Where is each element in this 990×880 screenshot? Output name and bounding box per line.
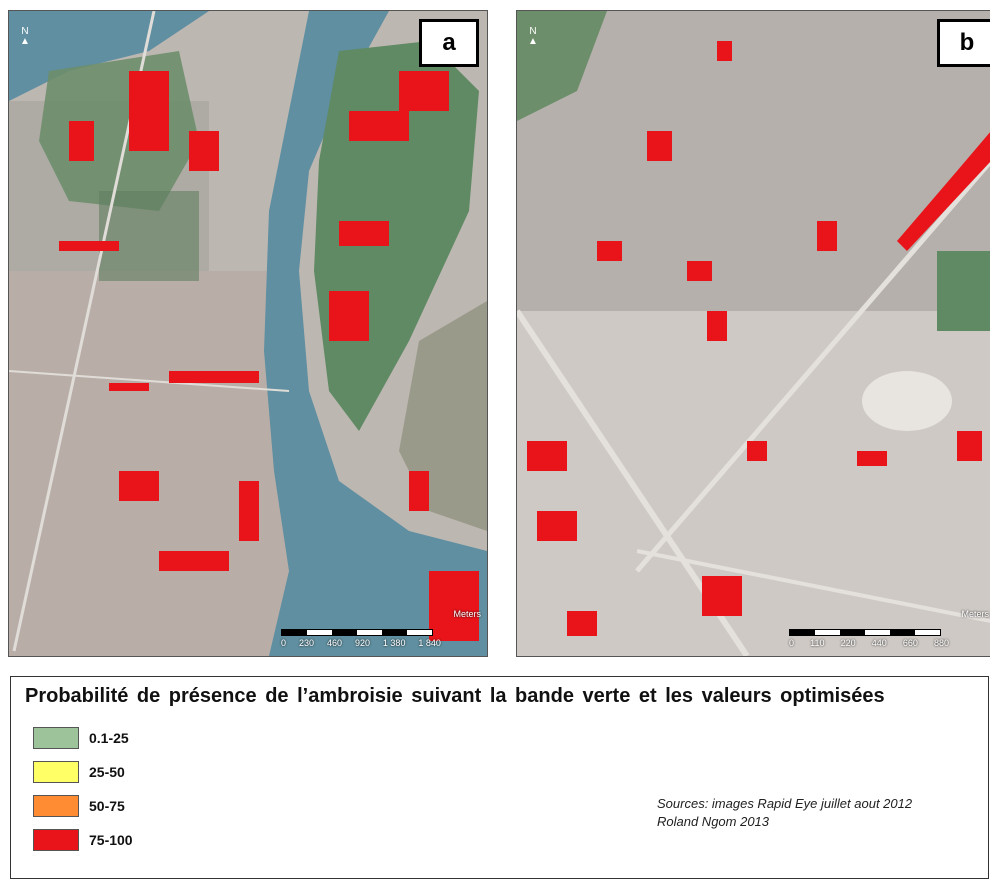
scale-tick: 660 (902, 638, 918, 648)
legend-label: 0.1-25 (89, 730, 129, 746)
legend-item: 25-50 (33, 761, 125, 783)
map-panel-a: N ▲ a Meters 0 230 460 920 1 380 1 840 (8, 10, 488, 657)
scale-bar-a: Meters 0 230 460 920 1 380 1 840 (281, 609, 481, 648)
legend-label: 75-100 (89, 832, 133, 848)
legend-swatch (33, 761, 79, 783)
scale-tick: 220 (840, 638, 856, 648)
legend-swatch (33, 829, 79, 851)
scale-tick: 1 380 (382, 638, 406, 648)
scale-tick: 110 (810, 638, 825, 648)
legend-item: 50-75 (33, 795, 125, 817)
scale-tick: 920 (354, 638, 370, 648)
panel-label-b: b (937, 19, 990, 67)
sources-note: Sources: images Rapid Eye juillet aout 2… (657, 795, 912, 831)
scale-tick: 440 (871, 638, 887, 648)
legend-swatch (33, 727, 79, 749)
scale-bar-b: Meters 0 110 220 440 660 880 (789, 609, 989, 648)
scale-tick: 460 (326, 638, 342, 648)
legend-label: 50-75 (89, 798, 125, 814)
scale-tick: 0 (281, 638, 287, 648)
sources-line: Sources: images Rapid Eye juillet aout 2… (657, 796, 913, 811)
legend-label: 25-50 (89, 764, 125, 780)
satellite-image-b (517, 11, 990, 656)
satellite-image-a (9, 11, 487, 656)
legend-item: 75-100 (33, 829, 133, 851)
scale-unit: Meters (453, 609, 481, 619)
scale-tick: 1 840 (418, 638, 441, 648)
scale-tick: 230 (298, 638, 314, 648)
scale-tick: 880 (933, 638, 949, 648)
legend-swatch (33, 795, 79, 817)
author-line: Roland Ngom 2013 (657, 814, 770, 829)
map-panel-b: N ▲ b Meters 0 110 220 440 660 880 (516, 10, 990, 657)
scale-tick: 0 (789, 638, 795, 648)
ragweed-patches-a (59, 71, 479, 641)
map-legend: Probabilité de présence de l’ambroisie s… (10, 676, 989, 879)
north-arrow-icon: N ▲ (528, 26, 538, 47)
legend-item: 0.1-25 (33, 727, 129, 749)
scale-unit: Meters (961, 609, 989, 619)
legend-title: Probabilité de présence de l’ambroisie s… (25, 685, 885, 707)
north-arrow-icon: N ▲ (20, 26, 30, 47)
panel-label-a: a (419, 19, 479, 67)
ragweed-patches-b (527, 41, 990, 636)
